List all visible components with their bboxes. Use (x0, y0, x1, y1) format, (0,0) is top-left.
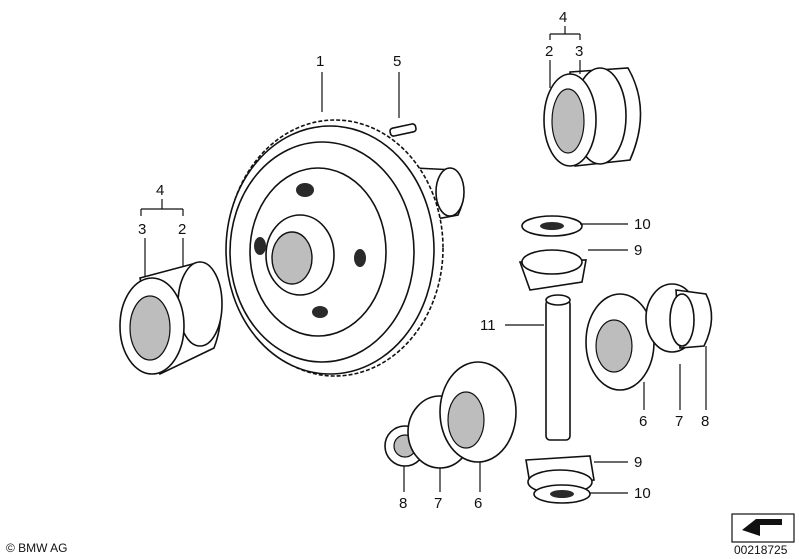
side-gear-bottom-part-6[interactable] (439, 361, 517, 463)
callout-8-right: 8 (701, 413, 709, 430)
pin-part-5[interactable] (389, 123, 417, 137)
callout-7-right: 7 (675, 413, 683, 430)
bearing-assembly-left-part-4[interactable] (119, 261, 223, 376)
ring-gear-part-1[interactable] (225, 119, 465, 377)
callout-10-top: 10 (634, 216, 651, 233)
callout-10-bottom: 10 (634, 485, 651, 502)
bevel-pinion-top-part-9[interactable] (518, 249, 587, 291)
callout-3-left: 3 (138, 221, 146, 238)
shaft-part-11[interactable] (545, 294, 571, 441)
callout-2-top: 2 (545, 43, 553, 60)
copyright-text: © BMW AG (6, 541, 68, 555)
callout-7-bottom: 7 (434, 495, 442, 512)
callout-3-top: 3 (575, 43, 583, 60)
bushing-right-part-8[interactable] (669, 289, 713, 349)
callout-9-bottom: 9 (634, 454, 642, 471)
callout-6-bottom: 6 (474, 495, 482, 512)
thrust-washer-bottom-part-10[interactable] (533, 484, 591, 504)
thrust-washer-top-part-10[interactable] (521, 215, 583, 237)
callout-11: 11 (480, 317, 496, 334)
callout-8-bottom: 8 (399, 495, 407, 512)
callout-6-right: 6 (639, 413, 647, 430)
callout-5: 5 (393, 53, 401, 70)
callout-1: 1 (316, 53, 324, 70)
callout-9-top: 9 (634, 242, 642, 259)
leader-lines (140, 26, 707, 494)
callout-4-top: 4 (559, 9, 567, 26)
bearing-assembly-top-part-4[interactable] (543, 67, 642, 167)
direction-arrow-icon (731, 513, 795, 543)
callout-4-left: 4 (156, 182, 164, 199)
callout-2-left: 2 (178, 221, 186, 238)
drawing-number: 00218725 (734, 543, 788, 557)
side-gear-right-part-6[interactable] (585, 293, 655, 391)
